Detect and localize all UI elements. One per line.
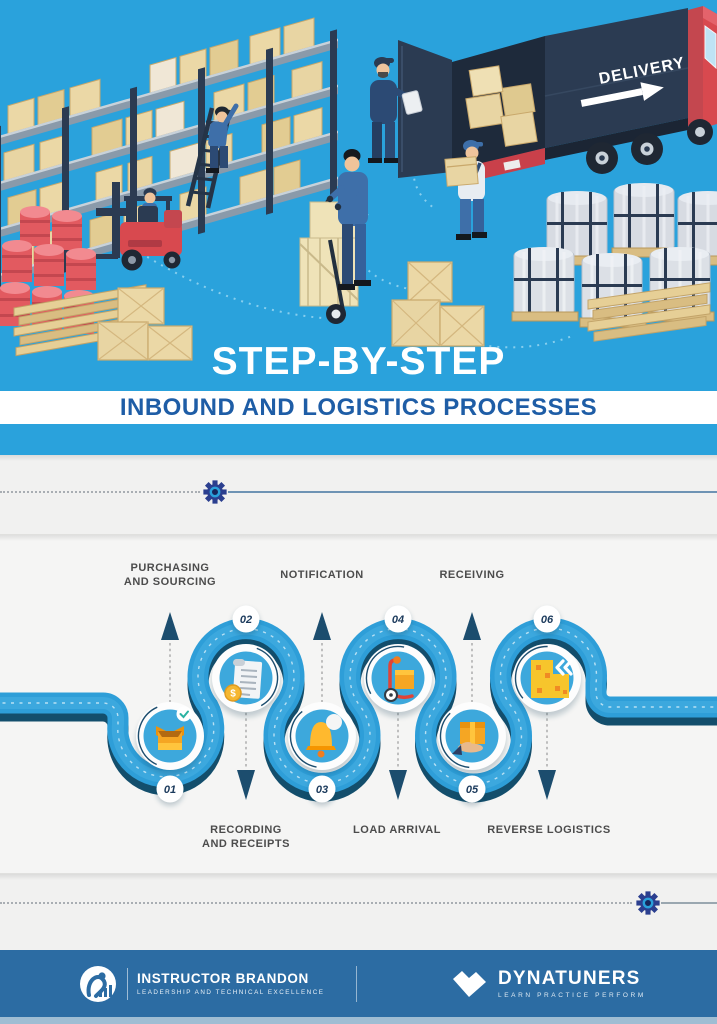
up-arrow-icon bbox=[161, 612, 179, 640]
hand-truck-icon bbox=[384, 656, 414, 702]
bell-alert-icon bbox=[306, 714, 342, 758]
down-arrow-icon bbox=[389, 770, 407, 800]
step-connector-lines bbox=[169, 643, 548, 768]
step-node-2: $ bbox=[212, 644, 280, 717]
step-node-3 bbox=[288, 702, 356, 775]
instructor-brandon-name: INSTRUCTOR BRANDON bbox=[137, 971, 309, 986]
page-title: STEP-BY-STEP bbox=[211, 340, 506, 383]
page-subtitle: INBOUND AND LOGISTICS PROCESSES bbox=[119, 393, 598, 421]
forklift bbox=[94, 182, 182, 271]
supervisor-worker bbox=[368, 57, 423, 163]
footer-bar bbox=[0, 950, 717, 1017]
worker-pushing-cart bbox=[299, 149, 371, 324]
divider-dotted-line bbox=[0, 902, 632, 904]
instructor-brandon-logo: INSTRUCTOR BRANDON LEADERSHIP AND TECHNI… bbox=[78, 950, 324, 1017]
box-carrier-worker bbox=[444, 140, 487, 240]
dynatuners-check-icon bbox=[453, 970, 486, 997]
step-node-6 bbox=[513, 644, 581, 717]
panel-edge-line bbox=[0, 873, 717, 874]
badge-number: 05 bbox=[466, 784, 479, 796]
footer-bottom-strip bbox=[0, 1017, 717, 1024]
badge-number: 02 bbox=[240, 614, 252, 626]
down-arrow-icon bbox=[237, 770, 255, 800]
up-arrow-icon bbox=[463, 612, 481, 640]
step-node-1 bbox=[136, 702, 204, 775]
boxes-return-icon bbox=[531, 659, 573, 698]
step-label-5: RECEIVING bbox=[439, 569, 505, 581]
ladder-worker bbox=[185, 103, 239, 209]
cargo-boxes bbox=[465, 65, 538, 147]
dynatuners-name: DYNATUNERS bbox=[498, 968, 641, 989]
receipt-coin-icon: $ bbox=[224, 659, 263, 702]
step-nodes: $ bbox=[136, 644, 581, 775]
badge-number: 01 bbox=[164, 784, 176, 796]
truck-open-door bbox=[398, 40, 452, 178]
subtitle-band: INBOUND AND LOGISTICS PROCESSES bbox=[0, 391, 717, 424]
svg-text:$: $ bbox=[230, 689, 236, 700]
divider-dotted-line bbox=[0, 491, 200, 493]
gear-icon bbox=[636, 891, 660, 915]
process-timeline: $ bbox=[0, 605, 717, 806]
instructor-brandon-mark-icon bbox=[80, 965, 116, 1002]
section-fold-shadow bbox=[0, 535, 717, 541]
divider-solid-line bbox=[661, 902, 717, 904]
step-node-5 bbox=[438, 702, 506, 775]
dynatuners-logo: DYNATUNERS LEARN PRACTICE PERFORM bbox=[452, 950, 646, 1017]
section-fold-shadow bbox=[0, 455, 717, 461]
footer-separator bbox=[356, 966, 357, 1002]
crate-stack-left bbox=[97, 287, 193, 361]
dynatuners-tagline: LEARN PRACTICE PERFORM bbox=[498, 992, 646, 999]
step-node-4 bbox=[364, 644, 432, 717]
open-box-check-icon bbox=[156, 706, 192, 750]
step-arrows bbox=[161, 612, 556, 800]
divider-solid-line bbox=[228, 491, 717, 493]
logo-divider-line bbox=[127, 967, 128, 1000]
up-arrow-icon bbox=[313, 612, 331, 640]
truck-box-side bbox=[545, 8, 688, 148]
plank-stack-right bbox=[587, 282, 711, 342]
section-fold-shadow bbox=[0, 874, 717, 880]
gear-icon bbox=[203, 480, 227, 504]
panel-edge-line bbox=[0, 534, 717, 535]
badge-number: 03 bbox=[316, 784, 328, 796]
step-label-6: REVERSE LOGISTICS bbox=[487, 824, 611, 836]
badge-number: 06 bbox=[541, 614, 554, 626]
instructor-brandon-tagline: LEADERSHIP AND TECHNICAL EXCELLENCE bbox=[137, 989, 325, 996]
step-label-3: NOTIFICATION bbox=[280, 569, 364, 581]
truck-arrow-icon bbox=[640, 82, 664, 101]
truck-cab bbox=[687, 6, 717, 145]
crate-stack-right bbox=[391, 261, 485, 347]
step-number-badges: 01 02 03 04 05 06 bbox=[156, 605, 561, 806]
warehouse-illustration: DELIVERY bbox=[0, 0, 717, 455]
badge-number: 04 bbox=[392, 614, 404, 626]
down-arrow-icon bbox=[538, 770, 556, 800]
step-label-4: LOAD ARRIVAL bbox=[353, 824, 441, 836]
hand-box-icon bbox=[452, 722, 485, 755]
